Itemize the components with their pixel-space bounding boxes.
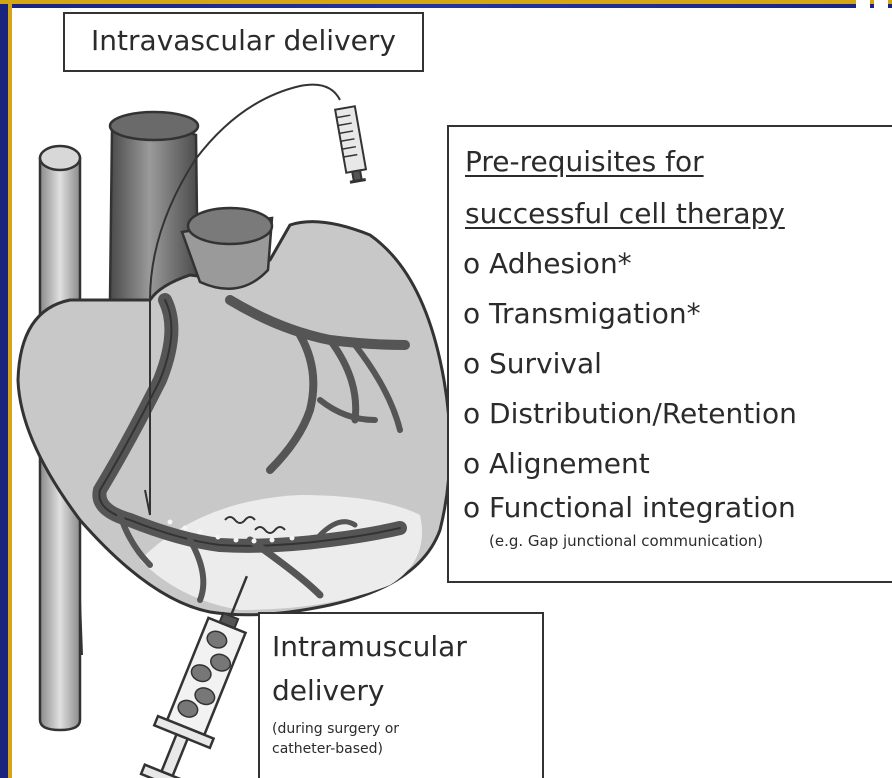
prerequisite-item: o Adhesion* <box>463 247 632 280</box>
bullet-marker: o <box>463 247 489 280</box>
prerequisite-item: o Functional integration <box>463 491 796 524</box>
prerequisites-box: Pre-requisites for successful cell thera… <box>447 125 892 583</box>
prerequisite-item: o Distribution/Retention <box>463 397 797 430</box>
aorta <box>110 112 198 300</box>
intravascular-delivery-label: Intravascular delivery <box>65 24 422 57</box>
intramuscular-note-line1: (during surgery or <box>272 721 399 737</box>
bullet-marker: o <box>463 347 489 380</box>
catheter-syringe-icon <box>335 106 368 182</box>
prerequisite-label: Functional integration <box>489 491 796 524</box>
intramuscular-note-line2: catheter-based) <box>272 741 383 757</box>
prerequisite-label: Alignement <box>489 447 650 480</box>
prerequisite-label: Adhesion* <box>489 247 632 280</box>
intramuscular-label-line2: delivery <box>272 674 384 707</box>
bullet-marker: o <box>463 447 489 480</box>
intravascular-delivery-box: Intravascular delivery <box>63 12 424 72</box>
bullet-marker: o <box>463 491 489 524</box>
prerequisite-item: o Survival <box>463 347 602 380</box>
prerequisites-title-line2: successful cell therapy <box>465 197 785 230</box>
prerequisite-label: Transmigation* <box>489 297 701 330</box>
intramuscular-label-line1: Intramuscular <box>272 630 467 663</box>
prerequisite-item: o Alignement <box>463 447 650 480</box>
prerequisites-title-line1: Pre-requisites for <box>465 145 704 178</box>
bullet-marker: o <box>463 397 489 430</box>
prerequisites-note: (e.g. Gap junctional communication) <box>489 532 763 550</box>
prerequisite-label: Distribution/Retention <box>489 397 797 430</box>
intramuscular-delivery-box: Intramuscular delivery (during surgery o… <box>258 612 544 778</box>
bullet-marker: o <box>463 297 489 330</box>
prerequisite-label: Survival <box>489 347 602 380</box>
prerequisite-item: o Transmigation* <box>463 297 701 330</box>
